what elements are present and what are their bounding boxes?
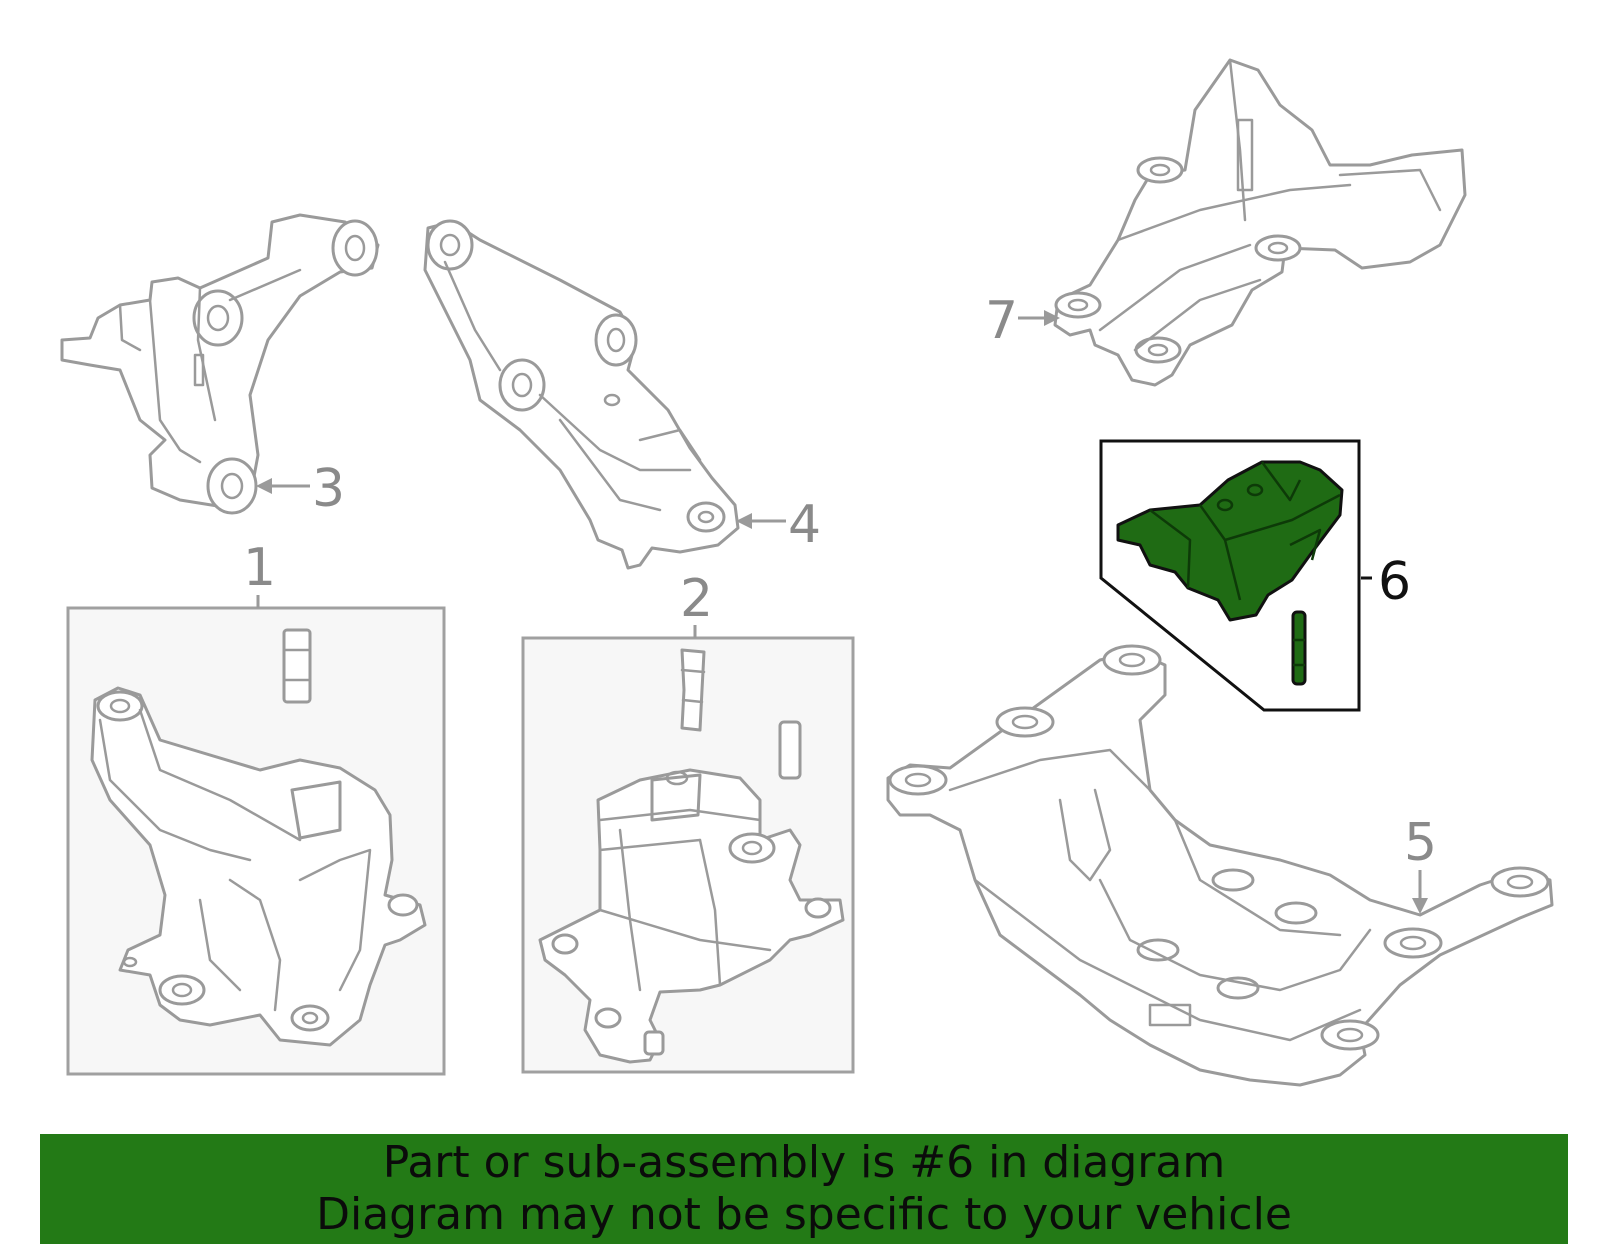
- callout-5-number: 5: [1404, 813, 1437, 873]
- callout-4-number: 4: [788, 495, 821, 555]
- callout-6: 6: [1361, 552, 1411, 612]
- part-4-bracket[interactable]: [423, 219, 740, 570]
- callout-2: 2: [680, 569, 713, 629]
- part-7-bracket[interactable]: [1053, 58, 1467, 387]
- part-5-subframe[interactable]: [886, 644, 1554, 1087]
- callout-4: 4: [736, 495, 821, 555]
- callout-5: 5: [1404, 813, 1437, 914]
- parts-diagram: 3 4: [60, 58, 1554, 1087]
- callout-7-number: 7: [985, 291, 1018, 351]
- callout-3-number: 3: [312, 459, 345, 519]
- banner-line-1: Part or sub-assembly is #6 in diagram: [382, 1137, 1226, 1188]
- callout-2-number: 2: [680, 569, 713, 629]
- callout-1: 1: [243, 538, 276, 598]
- callout-3: 3: [256, 459, 345, 519]
- info-banner: Part or sub-assembly is #6 in diagram Di…: [40, 1134, 1568, 1244]
- callout-6-number: 6: [1378, 552, 1411, 612]
- callout-7: 7: [985, 291, 1060, 351]
- part-2-box[interactable]: [521, 625, 855, 1074]
- part-1-box[interactable]: [66, 595, 446, 1076]
- banner-line-2: Diagram may not be specific to your vehi…: [316, 1189, 1292, 1240]
- callout-1-number: 1: [243, 538, 276, 598]
- part-6-box[interactable]: [1099, 439, 1361, 712]
